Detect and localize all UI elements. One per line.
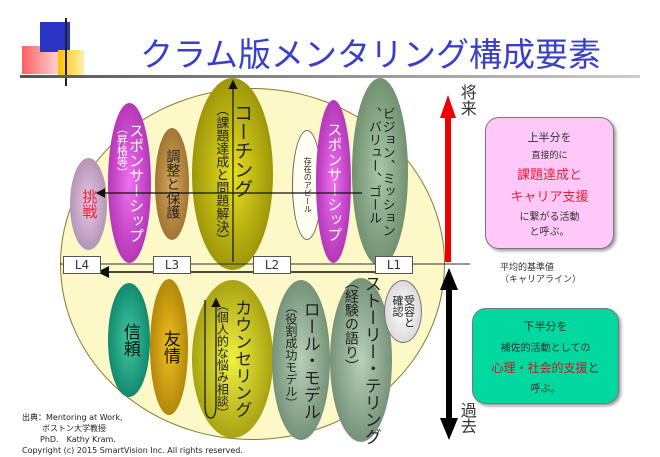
appeal-label: 存在のアピール [303,157,313,213]
level-l2: L2 [253,256,291,274]
sponsorship-label: スポンサーシップ [325,121,344,242]
counseling-label: カウンセリング [231,299,252,418]
coaching-sub: （課題達成と問題解決） [213,102,229,246]
footer-credit: 出典：Mentoring at Work, ボストン大学教授 PhD. Kath… [22,413,243,455]
counseling-sub: （個人的な悩み相談） [215,299,230,419]
level-l3: L3 [153,256,191,274]
sponsorship-ellipse: スポンサーシップ [316,100,351,263]
adjust-protect-label: 調整と保護 [164,149,181,219]
challenge-label: 挑戦 [80,189,99,219]
accept-confirm-ellipse: 受容と確認 [384,280,422,343]
trust-label: 信頼 [119,323,140,357]
title-underline [20,75,640,78]
vision-label: ビジョン、ミッション [379,107,395,237]
confirm-label: 確認 [391,295,404,317]
storytelling-label: ストーリー・テリング [360,275,381,445]
deco-vline [65,18,67,86]
level-l1: L1 [375,256,413,274]
past-label: 過去 [457,402,477,434]
past-double-arrow [440,268,458,440]
storytelling-ellipse: ストーリー・テリング（経験の語り） [330,275,392,445]
deco-yellow-square [58,50,84,76]
counseling-loop-arrow [204,297,221,419]
vision-ellipse: ビジョン、ミッション、バリュー、ゴール [352,78,408,266]
trust-ellipse: 信頼 [108,283,150,397]
friendship-ellipse: 友情 [150,279,188,415]
challenge-ellipse: 挑戦 [70,158,107,250]
adjust-protect-ellipse: 調整と保護 [155,128,189,240]
future-label: 将来 [457,84,477,116]
page-title: クラム版メンタリング構成要素 [140,35,602,74]
role-model-sub: （役割成功モデル） [283,300,298,409]
lower-half-box: 下半分を 補佐的活動としての 心理・社会的支援と 呼ぶ。 [472,308,619,404]
role-model-label: ロール・モデル [299,300,320,420]
vision-label-2: 、バリュー、ゴール [366,107,381,224]
sponsorship-promotion-sub: （昇格等） [115,123,129,178]
coaching-label: コーチング [231,102,254,198]
storytelling-sub: （経験の語り） [342,275,359,373]
sponsorship-promotion-ellipse: スポンサーシップ（昇格等） [108,103,151,263]
baseline-label: 平均的基準値（キャリアライン） [500,263,582,285]
sponsorship-promotion-label: スポンサーシップ [127,123,146,243]
accept-label: 受容と [402,295,416,328]
friendship-label: 友情 [159,330,180,364]
role-model-ellipse: ロール・モデル（役割成功モデル） [272,280,330,440]
level-l4: L4 [63,256,101,274]
upper-half-box: 上半分を 直接的に 課題達成と キャリア支援 に繋がる活動 と呼ぶ。 [485,117,614,249]
future-arrow [440,95,456,262]
